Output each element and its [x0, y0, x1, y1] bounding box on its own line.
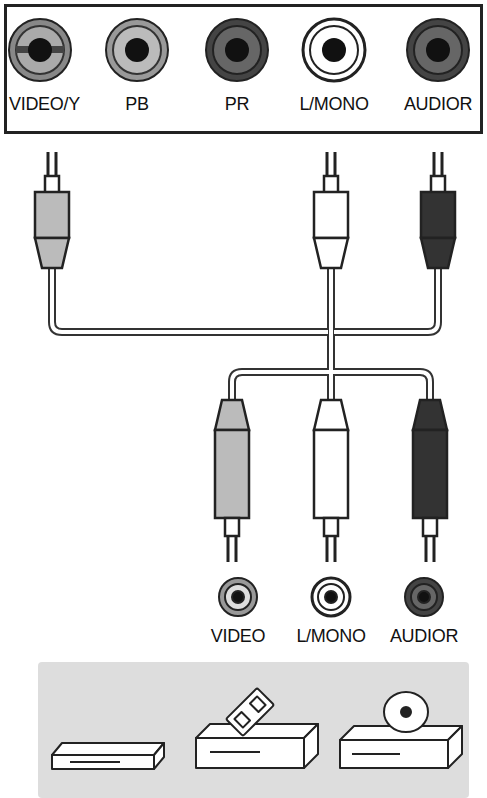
source-devices	[38, 662, 469, 798]
jack-label: AUDIOR	[390, 626, 458, 647]
input-jacks	[9, 19, 469, 81]
jack-label: VIDEO	[211, 626, 266, 647]
jack-label: L/MONO	[299, 94, 368, 115]
jack-label: PR	[225, 94, 249, 115]
av-cable	[52, 268, 438, 400]
jack-label: L/MONO	[296, 626, 365, 647]
jack-label: VIDEO/Y	[9, 94, 80, 115]
output-jacks	[219, 578, 443, 616]
input-panel: VIDEO/Y PB PR L/MONO AUDIOR	[4, 4, 483, 134]
bottom-plugs	[215, 400, 447, 562]
jack-label: PB	[125, 94, 148, 115]
top-plugs	[35, 152, 455, 268]
jack-label: AUDIOR	[404, 94, 472, 115]
